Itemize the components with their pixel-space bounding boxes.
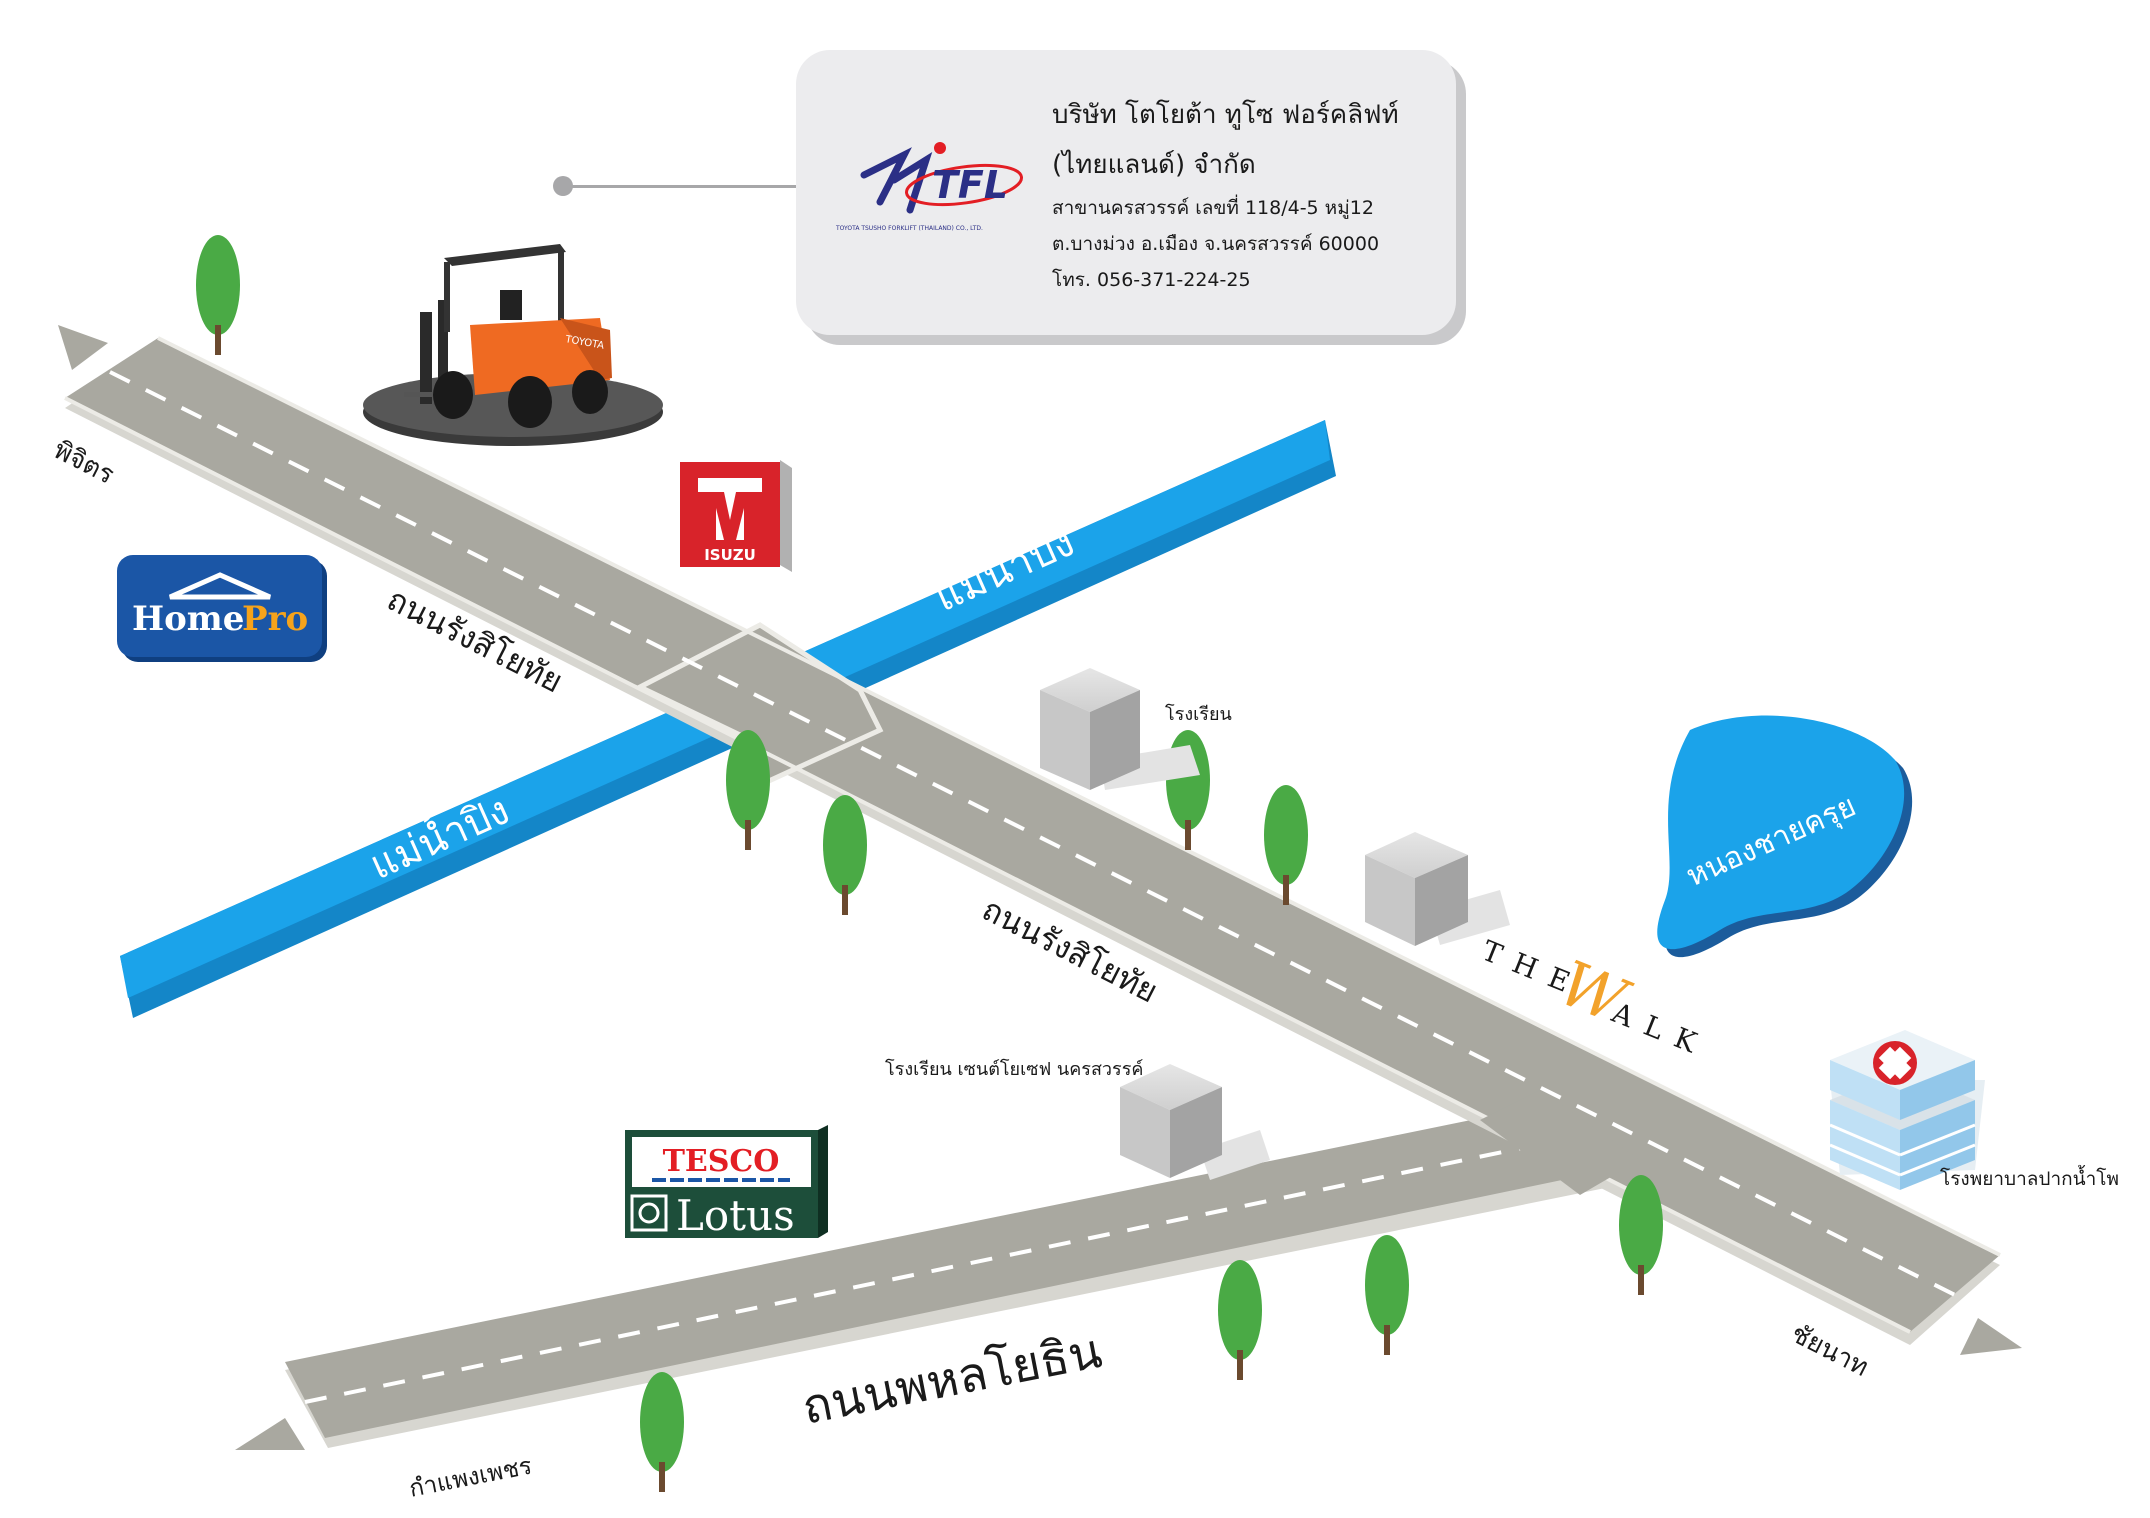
label-saint-school: โรงเรียน เซนต์โยเซฟ นครสวรรค์ — [885, 1058, 1143, 1080]
direction-chainat: ชัยนาท — [1786, 1319, 1873, 1383]
tfl-logo-caption: TOYOTA TSUSHO FORKLIFT (THAILAND) CO., L… — [835, 225, 983, 232]
callout-dot — [553, 176, 573, 196]
building-school — [1040, 668, 1200, 790]
tree-icon — [1619, 1175, 1663, 1295]
forklift-image: TOYOTA — [363, 244, 663, 446]
lake-nong-chai-krui: หนองชายครุย — [1657, 715, 1913, 958]
tfl-logo: TFL TOYOTA TSUSHO FORKLIFT (THAILAND) CO… — [835, 142, 1023, 232]
road-highway — [285, 1110, 1620, 1448]
label-hospital: โรงพยาบาลปากน้ำโพ — [1940, 1165, 2119, 1190]
arrow-northwest — [58, 325, 108, 370]
road-rangsit-yothai — [64, 336, 2001, 1345]
homepro-pro-text: Pro — [242, 599, 308, 639]
direction-kamphaeng-phet: กำแพงเพชร — [407, 1452, 534, 1503]
tree-icon — [1218, 1260, 1262, 1380]
company-phone: โทร. 056-371-224-25 — [1052, 269, 1251, 291]
arrow-southeast — [1960, 1318, 2022, 1355]
callout-line — [570, 185, 796, 188]
isuzu-text: ISUZU — [704, 546, 756, 564]
lotus-flower-icon — [630, 1194, 668, 1232]
tesco-text: TESCO — [663, 1144, 780, 1179]
building-near-the-walk — [1365, 832, 1510, 946]
arrow-southwest — [235, 1418, 305, 1450]
company-info-card: TFL TOYOTA TSUSHO FORKLIFT (THAILAND) CO… — [796, 50, 1456, 335]
company-name-line1: บริษัท โตโยต้า ทูโซ ฟอร์คลิฟท์ — [1052, 100, 1399, 130]
company-details: บริษัท โตโยต้า ทูโซ ฟอร์คลิฟท์ (ไทยแลนด์… — [1052, 90, 1442, 298]
building-saint-school — [1120, 1064, 1270, 1180]
tree-icon — [196, 235, 240, 355]
road-junction — [1480, 1090, 1640, 1195]
homepro-logo: Home Pro — [117, 555, 327, 662]
tree-icon — [726, 730, 770, 850]
tesco-lotus-logo: TESCO Lotus — [625, 1125, 828, 1240]
company-address-line1: สาขานครสวรรค์ เลขที่ 118/4-5 หมู่12 — [1052, 197, 1374, 219]
homepro-home-text: Home — [132, 599, 244, 639]
tree-icon — [823, 795, 867, 915]
label-school: โรงเรียน — [1165, 703, 1232, 725]
tree-icon — [1264, 785, 1308, 905]
hospital-building — [1829, 1030, 1985, 1190]
isuzu-logo: ISUZU — [680, 460, 792, 572]
direction-phichit: พิจิตร — [49, 435, 119, 490]
lotus-text: Lotus — [676, 1191, 795, 1240]
tree-icon — [640, 1372, 684, 1492]
company-address-line2: ต.บางม่วง อ.เมือง จ.นครสวรรค์ 60000 — [1052, 233, 1380, 255]
tree-icons — [196, 235, 1663, 1492]
the-walk-alk: ALK — [1606, 996, 1714, 1065]
company-name-line2: (ไทยแลนด์) จำกัด — [1052, 150, 1256, 180]
tree-icon — [1365, 1235, 1409, 1355]
tfl-logo-text: TFL — [932, 163, 1008, 207]
